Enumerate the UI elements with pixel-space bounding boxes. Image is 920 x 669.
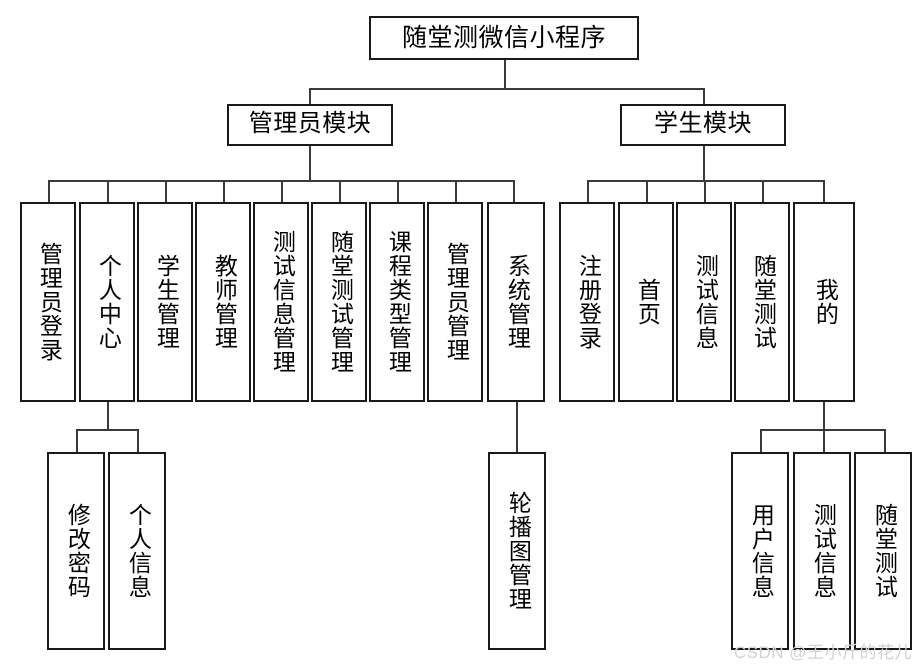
node-personal-center[interactable]: 个人中心 bbox=[79, 202, 135, 402]
connector-personal-center-down bbox=[107, 402, 109, 431]
node-teacher-manage[interactable]: 教师管理 bbox=[195, 202, 251, 402]
node-mine-test-info[interactable]: 测试信息 bbox=[793, 452, 851, 650]
connector-mine-drop-2 bbox=[823, 429, 825, 453]
connector-system-manage-down bbox=[516, 402, 518, 453]
node-home-label: 首页 bbox=[634, 278, 660, 326]
connector-mine-drop-1 bbox=[760, 429, 762, 453]
node-quiz-manage[interactable]: 随堂测试管理 bbox=[311, 202, 367, 402]
node-course-type-manage-label: 课程类型管理 bbox=[385, 230, 411, 374]
connector-root-down bbox=[504, 58, 506, 89]
node-carousel-manage-label: 轮播图管理 bbox=[505, 491, 531, 611]
connector-mine-down bbox=[823, 402, 825, 431]
connector-student-drop-2 bbox=[646, 180, 648, 202]
node-student-module-label: 学生模块 bbox=[654, 111, 752, 138]
node-admin-login[interactable]: 管理员登录 bbox=[20, 202, 76, 402]
node-quiz[interactable]: 随堂测试 bbox=[734, 202, 790, 402]
node-admin-module[interactable]: 管理员模块 bbox=[227, 104, 393, 146]
node-mine-label: 我的 bbox=[812, 278, 838, 326]
connector-student-drop-1 bbox=[587, 180, 589, 202]
node-mine-quiz-label: 随堂测试 bbox=[871, 503, 897, 599]
connector-student-drop-5 bbox=[823, 180, 825, 202]
node-quiz-manage-label: 随堂测试管理 bbox=[327, 230, 353, 374]
connector-to-student-module bbox=[703, 88, 705, 106]
node-test-info-label: 测试信息 bbox=[692, 254, 718, 350]
connector-admin-down bbox=[309, 145, 311, 181]
node-personal-info-label: 个人信息 bbox=[125, 503, 151, 599]
connector-personal-drop-1 bbox=[76, 429, 78, 453]
node-test-info[interactable]: 测试信息 bbox=[676, 202, 732, 402]
node-change-password[interactable]: 修改密码 bbox=[47, 452, 105, 650]
node-teacher-manage-label: 教师管理 bbox=[211, 254, 237, 350]
node-register-login[interactable]: 注册登录 bbox=[559, 202, 615, 402]
connector-to-admin-module bbox=[309, 88, 311, 106]
connector-admin-drop-1 bbox=[48, 180, 50, 202]
connector-admin-drop-2 bbox=[107, 180, 109, 202]
node-user-info[interactable]: 用户信息 bbox=[731, 452, 789, 650]
node-test-info-manage[interactable]: 测试信息管理 bbox=[253, 202, 309, 402]
connector-level2-bar bbox=[309, 88, 705, 90]
node-student-manage-label: 学生管理 bbox=[153, 254, 179, 350]
watermark: CSDN @王小斤的花儿 bbox=[733, 643, 912, 662]
node-student-manage[interactable]: 学生管理 bbox=[137, 202, 193, 402]
connector-admin-drop-5 bbox=[281, 180, 283, 202]
connector-mine-drop-3 bbox=[884, 429, 886, 453]
connector-admin-drop-8 bbox=[455, 180, 457, 202]
connector-admin-drop-3 bbox=[165, 180, 167, 202]
node-mine-test-info-label: 测试信息 bbox=[810, 503, 836, 599]
connector-admin-drop-6 bbox=[339, 180, 341, 202]
node-system-manage[interactable]: 系统管理 bbox=[487, 202, 545, 402]
node-admin-module-label: 管理员模块 bbox=[248, 111, 372, 138]
node-user-info-label: 用户信息 bbox=[748, 503, 774, 599]
node-student-module[interactable]: 学生模块 bbox=[620, 104, 786, 146]
node-mine[interactable]: 我的 bbox=[793, 202, 855, 402]
node-root[interactable]: 随堂测微信小程序 bbox=[369, 16, 639, 60]
connector-personal-center-bar bbox=[76, 429, 139, 431]
node-root-label: 随堂测微信小程序 bbox=[401, 24, 606, 52]
node-register-login-label: 注册登录 bbox=[575, 254, 601, 350]
connector-admin-drop-7 bbox=[397, 180, 399, 202]
node-personal-info[interactable]: 个人信息 bbox=[108, 452, 166, 650]
node-change-password-label: 修改密码 bbox=[64, 503, 90, 599]
connector-student-drop-3 bbox=[704, 180, 706, 202]
node-admin-login-label: 管理员登录 bbox=[36, 242, 62, 362]
node-system-manage-label: 系统管理 bbox=[504, 254, 530, 350]
node-quiz-label: 随堂测试 bbox=[750, 254, 776, 350]
node-test-info-manage-label: 测试信息管理 bbox=[269, 230, 295, 374]
node-carousel-manage[interactable]: 轮播图管理 bbox=[488, 452, 546, 650]
node-home[interactable]: 首页 bbox=[618, 202, 674, 402]
connector-student-drop-4 bbox=[762, 180, 764, 202]
node-personal-center-label: 个人中心 bbox=[95, 254, 121, 350]
node-admin-manage[interactable]: 管理员管理 bbox=[427, 202, 483, 402]
node-admin-manage-label: 管理员管理 bbox=[443, 242, 469, 362]
node-course-type-manage[interactable]: 课程类型管理 bbox=[369, 202, 425, 402]
connector-admin-drop-4 bbox=[223, 180, 225, 202]
node-mine-quiz[interactable]: 随堂测试 bbox=[854, 452, 912, 650]
connector-personal-drop-2 bbox=[137, 429, 139, 453]
connector-admin-drop-9 bbox=[513, 180, 515, 202]
connector-student-down bbox=[703, 145, 705, 181]
